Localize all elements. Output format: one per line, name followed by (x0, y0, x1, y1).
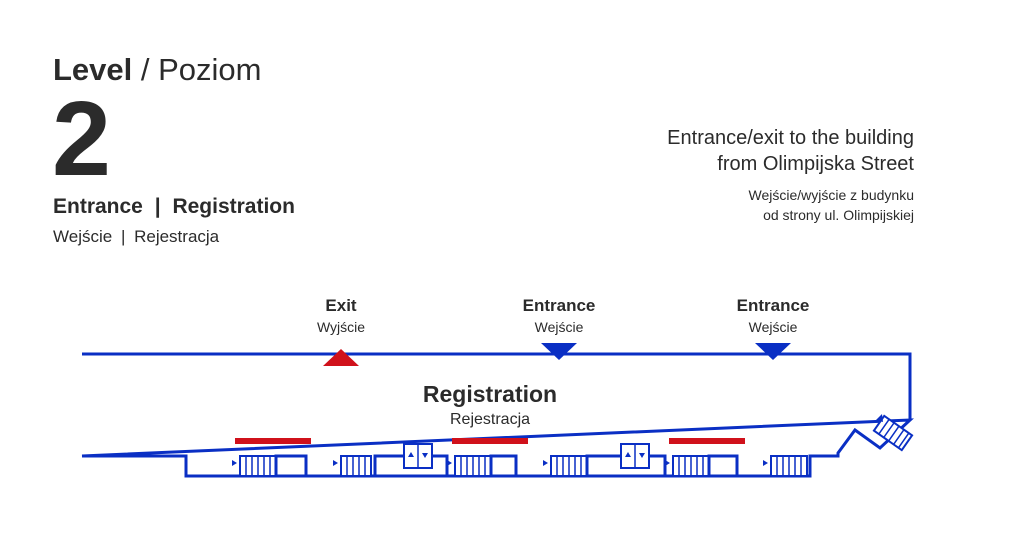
section-subtitle: Wejście | Rejestracja (53, 226, 219, 248)
door-label-pl: Wejście (534, 319, 584, 335)
registration-label-en: Registration (422, 381, 558, 407)
section-subtitle-divider: | (120, 227, 126, 246)
floor-plan-wall (81, 352, 914, 478)
floor-plan-niches (184, 454, 739, 476)
entrance-note-line1-pl: Wejście/wyjście z budynku (748, 187, 914, 203)
registration-label-pl: Rejestracja (449, 411, 531, 428)
level-label-en: Level (53, 52, 133, 87)
exit-arrow-icon (323, 349, 359, 366)
entrance-note-line2-en: from Olimpijska Street (717, 153, 914, 175)
door-label-en: Exit (325, 296, 357, 315)
stairs-icon (543, 455, 588, 477)
registration-desk (235, 438, 311, 444)
door-label-entrance-2: Entrance Wejście (693, 296, 853, 336)
stairs-icon (665, 455, 710, 477)
stairs-icon (872, 414, 914, 452)
stairs-icon (763, 455, 808, 477)
registration-desk (452, 438, 528, 444)
section-title-registration: Registration (172, 195, 295, 218)
door-label-entrance-1: Entrance Wejście (479, 296, 639, 336)
registration-desk (669, 438, 745, 444)
level-label-pl: Poziom (158, 52, 262, 87)
door-label-exit: Exit Wyjście (261, 296, 421, 336)
registration-label: Registration Rejestracja (390, 380, 590, 430)
entrance-arrow-icon (755, 343, 791, 360)
door-label-pl: Wejście (748, 319, 798, 335)
level-heading: Level / Poziom (53, 52, 262, 88)
level-number: 2 (52, 80, 111, 198)
door-label-en: Entrance (522, 296, 596, 315)
elevator-icon (403, 443, 433, 469)
stairs-icon (232, 455, 277, 477)
elevator-icon (620, 443, 650, 469)
section-subtitle-registration: Rejestracja (134, 227, 220, 246)
door-label-pl: Wyjście (316, 319, 366, 335)
entrance-note: Entrance/exit to the building from Olimp… (667, 125, 914, 225)
stairs-direction-icon (876, 414, 883, 422)
entrance-note-line2-pl: od strony ul. Olimpijskiej (763, 207, 914, 223)
door-label-en: Entrance (736, 296, 810, 315)
entrance-note-line1-en: Entrance/exit to the building (667, 127, 914, 149)
section-title-entrance: Entrance (53, 195, 143, 218)
level-separator: / (132, 52, 159, 87)
section-title-divider: | (154, 195, 161, 218)
section-title: Entrance | Registration (53, 194, 295, 220)
stairs-icon (333, 455, 372, 477)
entrance-arrow-icon (541, 343, 577, 360)
stairs-icon (447, 455, 492, 477)
section-subtitle-entrance: Wejście (53, 227, 113, 246)
